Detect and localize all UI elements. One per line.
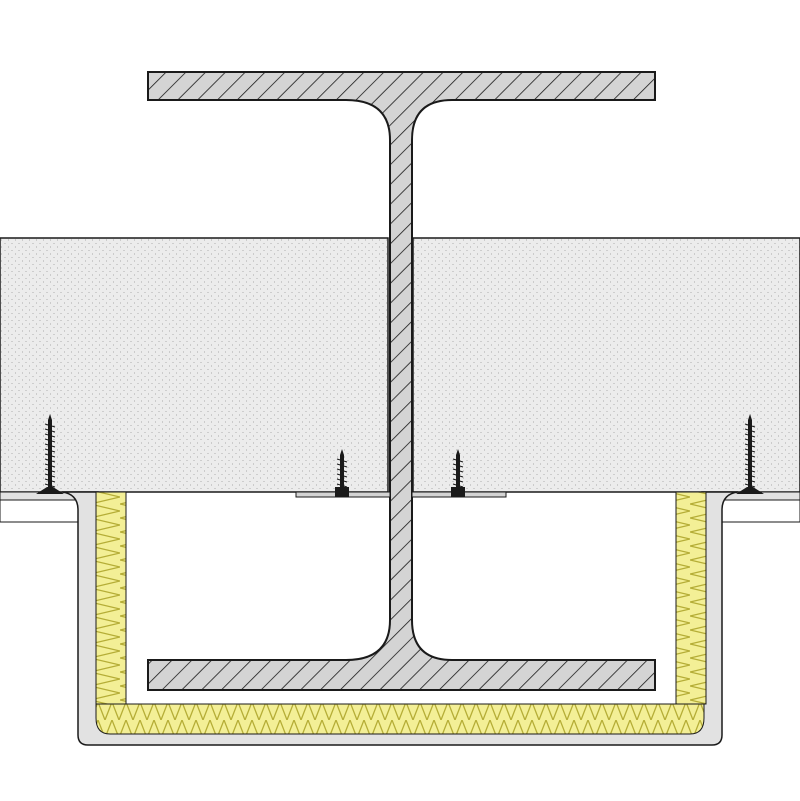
- mineral-wool-insulation: [95, 491, 707, 735]
- screw-outer-right: [736, 414, 764, 494]
- screw-inner-left: [335, 449, 349, 497]
- slab-right: [412, 237, 800, 493]
- slab-left: [0, 237, 389, 493]
- lining-left-lower: [0, 499, 83, 523]
- screw-outer-left: [36, 414, 64, 494]
- insulation-bottom: [95, 703, 705, 735]
- steel-i-beam: [147, 71, 656, 691]
- lining-right-lower: [717, 499, 800, 523]
- fixing-screws: [36, 414, 764, 497]
- screw-inner-right: [451, 449, 465, 497]
- insulation-left: [95, 491, 127, 705]
- insulation-right: [675, 491, 707, 705]
- concrete-slab: [0, 237, 800, 493]
- i-beam-section: [147, 71, 656, 691]
